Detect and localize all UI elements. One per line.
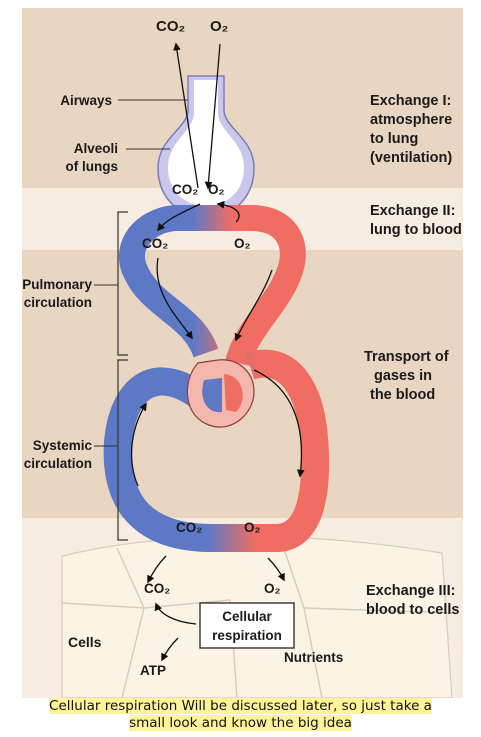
cells-o2-label: O₂ — [264, 581, 281, 596]
alveoli-label-2: of lungs — [66, 159, 119, 174]
top-o2-label: O₂ — [210, 18, 228, 35]
alveoli-label-1: Alveoli — [74, 141, 118, 156]
systemic-label-2: circulation — [24, 456, 92, 471]
respiration-figure: Airways Alveoli of lungs Pulmonary circu… — [22, 8, 463, 698]
nutrients-label: Nutrients — [284, 650, 343, 665]
systemic-label-1: Systemic — [33, 438, 93, 453]
alveoli-co2-label: CO₂ — [172, 182, 198, 197]
exchange1-line4: (ventilation) — [370, 150, 452, 166]
respiration-label-1: Cellular — [222, 609, 272, 624]
exchange1-line1: Exchange I: — [370, 93, 451, 109]
transport-line2: gases in — [374, 368, 432, 384]
top-co2-label: CO₂ — [156, 18, 185, 35]
atp-label: ATP — [140, 663, 166, 678]
exchange1-line3: to lung — [370, 131, 418, 147]
exchange3-line2: blood to cells — [366, 602, 459, 618]
caption-line-2: small look and know the big idea — [129, 715, 352, 731]
airways-label: Airways — [60, 93, 112, 108]
cells-co2-label: CO₂ — [144, 581, 170, 596]
transport-line1: Transport of — [364, 349, 449, 365]
caption-line-1: Cellular respiration Will be discussed l… — [49, 698, 432, 714]
pulmonary-label-1: Pulmonary — [22, 277, 92, 292]
exchange2-line2: lung to blood — [370, 222, 462, 238]
exchange2-line1: Exchange II: — [370, 203, 455, 219]
pulmonary-label-2: circulation — [24, 295, 92, 310]
transport-line3: the blood — [370, 387, 435, 403]
alveoli-o2-label: O₂ — [208, 182, 225, 197]
systemic-co2-label: CO₂ — [176, 520, 202, 535]
caption: Cellular respiration Will be discussed l… — [0, 698, 481, 732]
gas-exchange-diagram: Airways Alveoli of lungs Pulmonary circu… — [22, 8, 463, 698]
pulmonary-o2-label: O₂ — [234, 236, 251, 251]
respiration-label-2: respiration — [212, 628, 282, 643]
systemic-o2-label: O₂ — [244, 520, 261, 535]
exchange1-line2: atmosphere — [370, 112, 452, 128]
cells-label: Cells — [68, 634, 102, 650]
pulmonary-co2-label: CO₂ — [142, 236, 168, 251]
exchange3-line1: Exchange III: — [366, 583, 455, 599]
